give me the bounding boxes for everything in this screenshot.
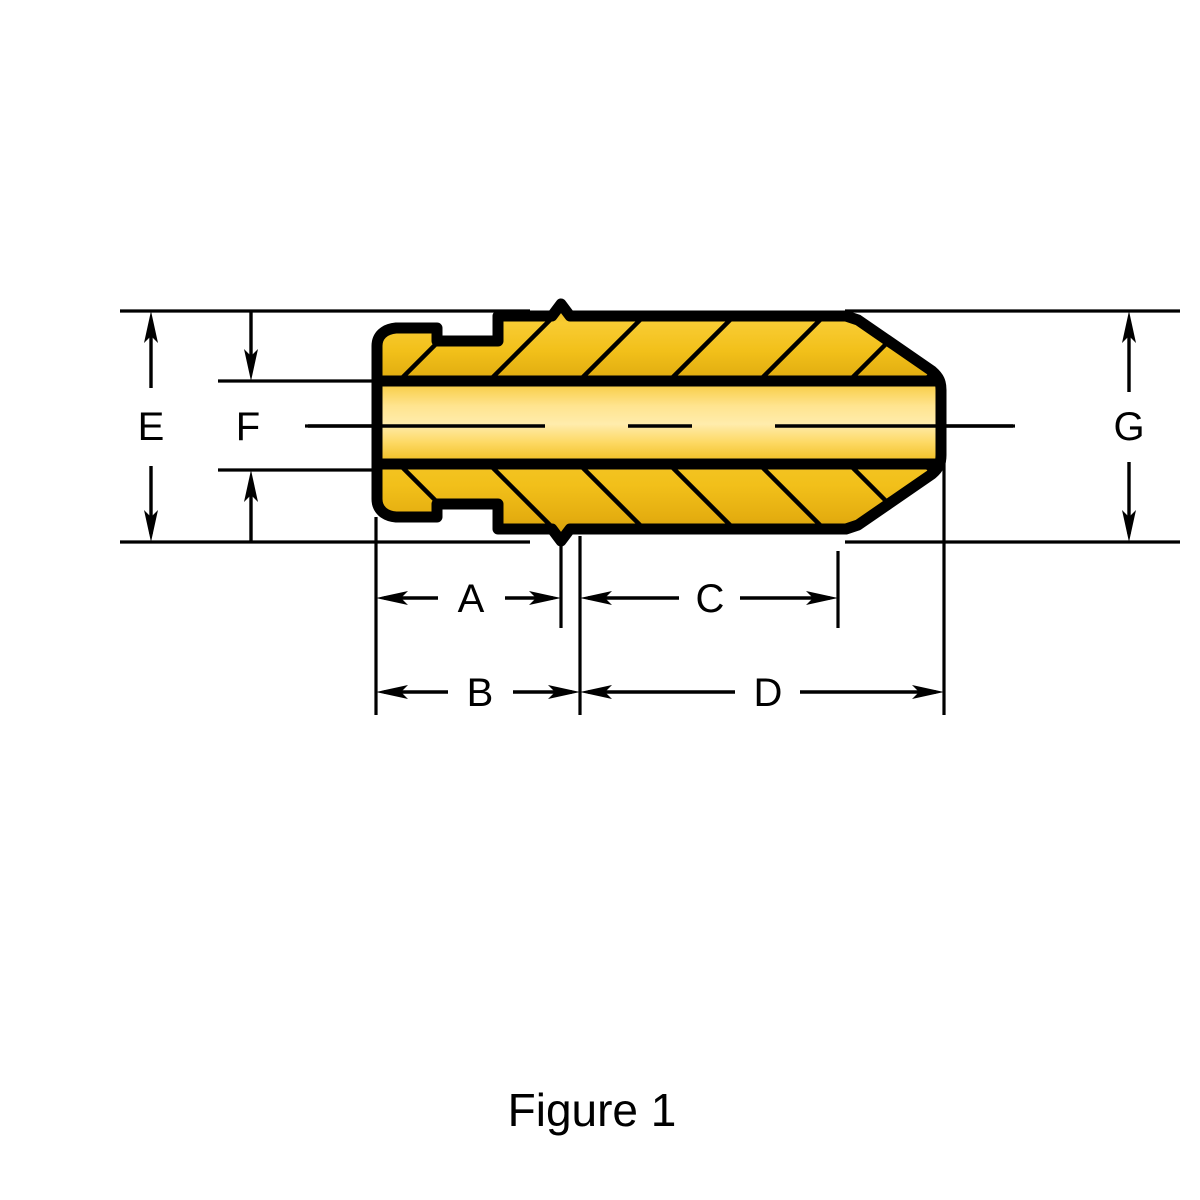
- dimension-A-label: A: [458, 577, 485, 621]
- dimension-D-arrowhead-left: [580, 685, 612, 699]
- dimension-A-arrowhead-left: [376, 591, 408, 605]
- dimension-E-arrowhead-top: [144, 311, 158, 343]
- dimension-G: G: [1113, 311, 1145, 542]
- part-lower-wall-fill: [377, 455, 941, 541]
- dimension-F: F: [236, 311, 260, 542]
- dimension-G-arrowhead-bottom: [1122, 510, 1136, 542]
- dimension-E-label: E: [138, 405, 165, 449]
- dimension-A: A: [376, 577, 561, 621]
- part-upper-wall-fill: [377, 304, 941, 390]
- dimension-C-label: C: [696, 577, 725, 621]
- dimension-C-arrowhead-left: [580, 591, 612, 605]
- dimension-D: D: [580, 671, 944, 715]
- dimension-B-arrowhead-left: [376, 685, 408, 699]
- dimension-B: B: [376, 671, 580, 715]
- dimension-G-label: G: [1113, 405, 1144, 449]
- part-cross-section: [308, 298, 1013, 547]
- dimension-F-arrowhead-lower: [244, 470, 258, 502]
- dimension-B-label: B: [467, 671, 494, 715]
- part-bore-fill: [377, 381, 941, 464]
- dimension-F-label: F: [236, 405, 260, 449]
- extension-lines-group: [120, 309, 1180, 715]
- dimension-E-arrowhead-bottom: [144, 510, 158, 542]
- dimension-F-arrowhead-upper: [244, 349, 258, 381]
- dimension-D-label: D: [754, 671, 783, 715]
- dimension-C: C: [580, 577, 838, 621]
- figure-caption: Figure 1: [508, 1084, 677, 1136]
- dimension-C-arrowhead-right: [806, 591, 838, 605]
- dimension-B-arrowhead-right: [548, 685, 580, 699]
- dimension-A-arrowhead-right: [529, 591, 561, 605]
- dimension-D-arrowhead-right: [912, 685, 944, 699]
- dimension-G-arrowhead-top: [1122, 311, 1136, 343]
- dimension-E: E: [138, 311, 165, 542]
